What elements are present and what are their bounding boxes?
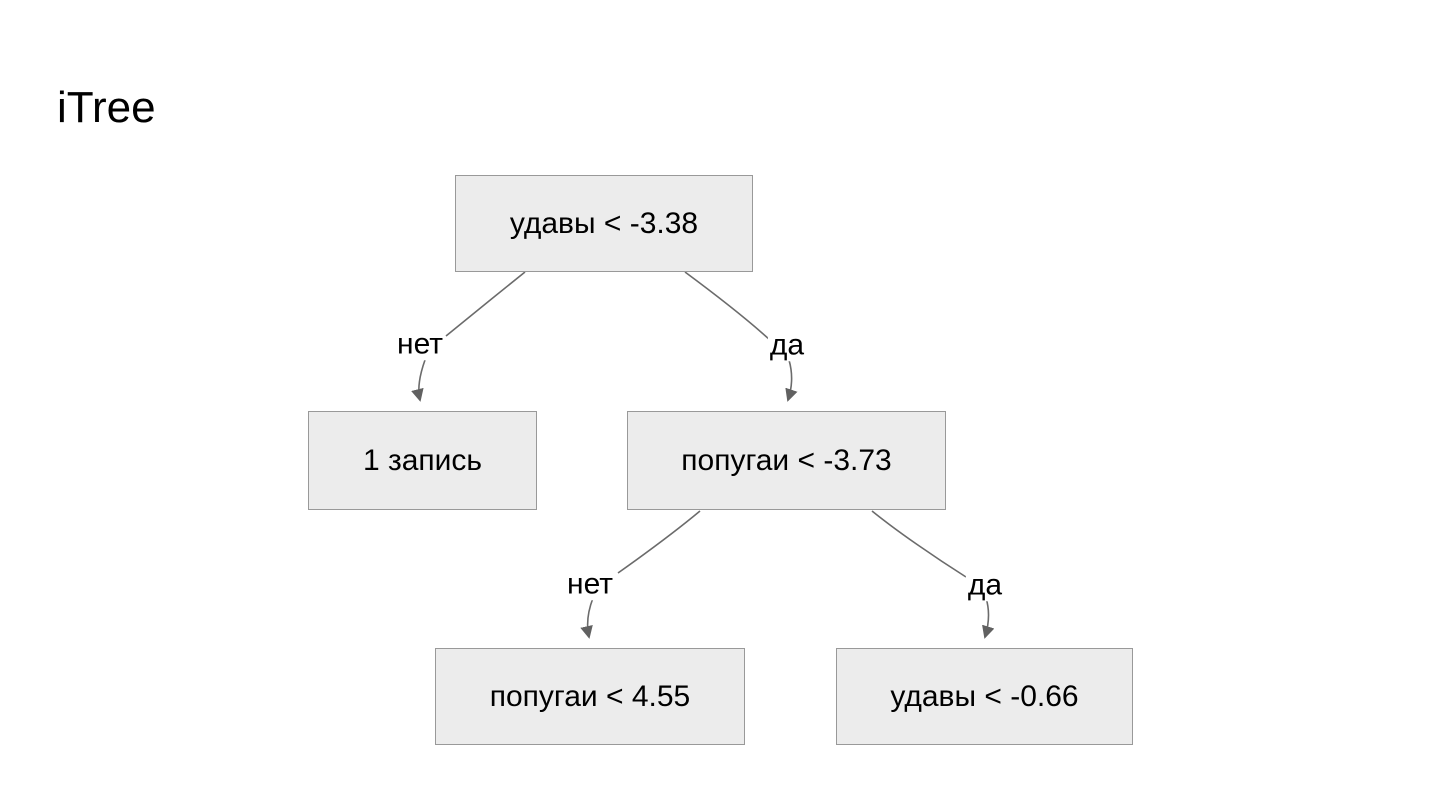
edge-label-yes-lower-right: да: [965, 568, 1005, 602]
tree-node-leaf-1-record: 1 запись: [308, 411, 537, 510]
edge-root-to-leaf1-lower: [411, 359, 426, 402]
edge-label-yes-right: да: [767, 328, 807, 362]
tree-node-boas-066: удавы < -0.66: [836, 648, 1133, 745]
edge-parrots-to-leaf2-upper: [617, 510, 701, 574]
tree-node-parrots-455: попугаи < 4.55: [435, 648, 745, 745]
edge-parrots-to-leaf3-upper: [871, 510, 967, 578]
edge-label-no-lower-left: нет: [565, 567, 615, 601]
edge-parrots-to-leaf3-lower: [982, 597, 995, 639]
edge-label-no-left: нет: [395, 327, 445, 361]
edge-root-to-parrots-lower: [785, 359, 798, 402]
edge-root-to-parrots-upper: [684, 271, 771, 341]
edge-parrots-to-leaf2-lower: [580, 597, 594, 639]
tree-node-root: удавы < -3.38: [455, 175, 753, 272]
tree-node-parrots-split: попугаи < -3.73: [627, 411, 946, 510]
edge-root-to-leaf1-upper: [445, 271, 526, 337]
page-title: iTree: [57, 83, 156, 132]
